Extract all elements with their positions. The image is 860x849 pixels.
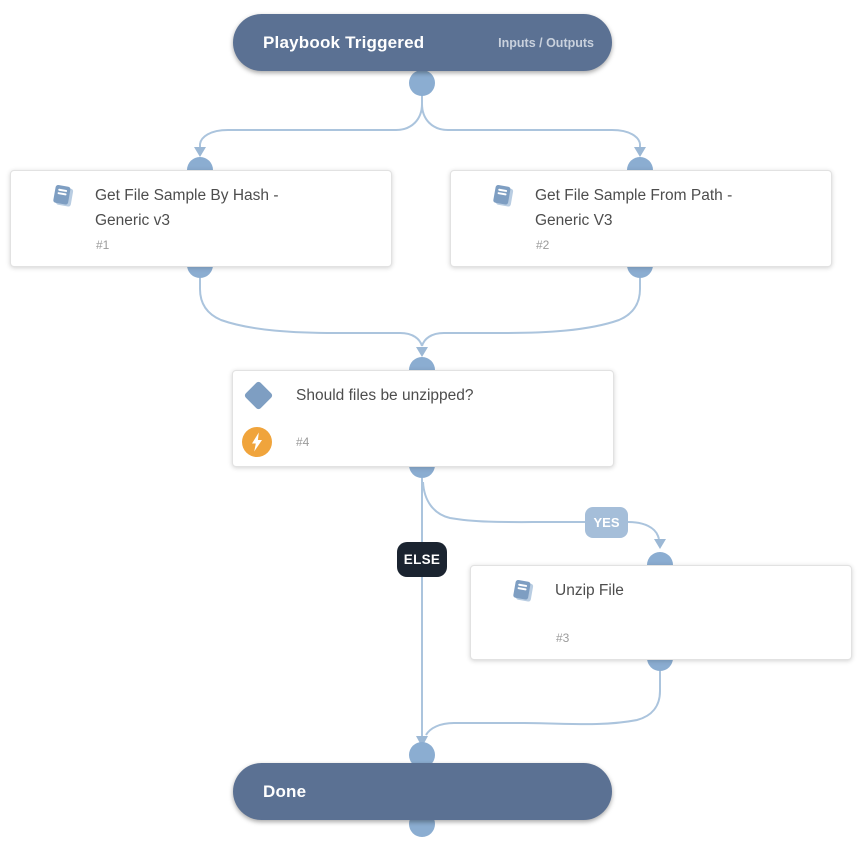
wire-trigger-to-task1 <box>199 95 423 147</box>
task-node-unzip-file[interactable]: Unzip File #3 <box>470 565 852 660</box>
book-icon <box>53 185 74 207</box>
connector-dot[interactable] <box>409 742 435 768</box>
else-branch-label: ELSE <box>397 542 447 577</box>
wire-group <box>199 95 661 738</box>
bolt-icon <box>242 427 272 457</box>
diamond-icon <box>243 380 274 411</box>
trigger-title: Playbook Triggered <box>263 32 425 52</box>
task-title: Unzip File <box>555 582 624 599</box>
condition-title: Should files be unzipped? <box>296 387 474 404</box>
wire-condition-yes-to-unzip <box>422 481 660 540</box>
wire-trigger-to-task2 <box>421 95 641 147</box>
done-title: Done <box>263 781 307 801</box>
task-id-badge: #4 <box>296 435 310 449</box>
condition-node-should-unzip[interactable]: Should files be unzipped? #4 <box>232 370 614 467</box>
inputs-outputs-button[interactable]: Inputs / Outputs <box>498 35 594 50</box>
done-node[interactable]: Done <box>233 763 612 820</box>
arrowhead <box>416 347 428 357</box>
task-title: Get File Sample By Hash - Generic v3 <box>95 187 279 229</box>
arrowhead-group <box>194 147 666 747</box>
task-id-badge: #3 <box>556 631 570 645</box>
arrowhead <box>194 147 206 157</box>
task-node-get-file-from-path[interactable]: Get File Sample From Path - Generic V3 #… <box>450 170 832 267</box>
book-icon <box>493 185 514 207</box>
task-id-badge: #2 <box>536 238 550 252</box>
yes-branch-label: YES <box>585 507 628 538</box>
wire-task2-to-condition <box>421 278 641 347</box>
playbook-trigger-node[interactable]: Playbook Triggered Inputs / Outputs <box>233 14 612 71</box>
arrowhead <box>634 147 646 157</box>
book-icon <box>513 580 534 602</box>
wire-task1-to-condition <box>199 278 423 347</box>
wire-unzip-to-done <box>425 671 661 736</box>
task-title: Get File Sample From Path - Generic V3 <box>535 187 733 229</box>
connector-dot[interactable] <box>409 70 435 96</box>
task-id-badge: #1 <box>96 238 110 252</box>
arrowhead <box>654 539 666 549</box>
task-node-get-file-by-hash[interactable]: Get File Sample By Hash - Generic v3 #1 <box>10 170 392 267</box>
arrowhead <box>416 736 428 747</box>
